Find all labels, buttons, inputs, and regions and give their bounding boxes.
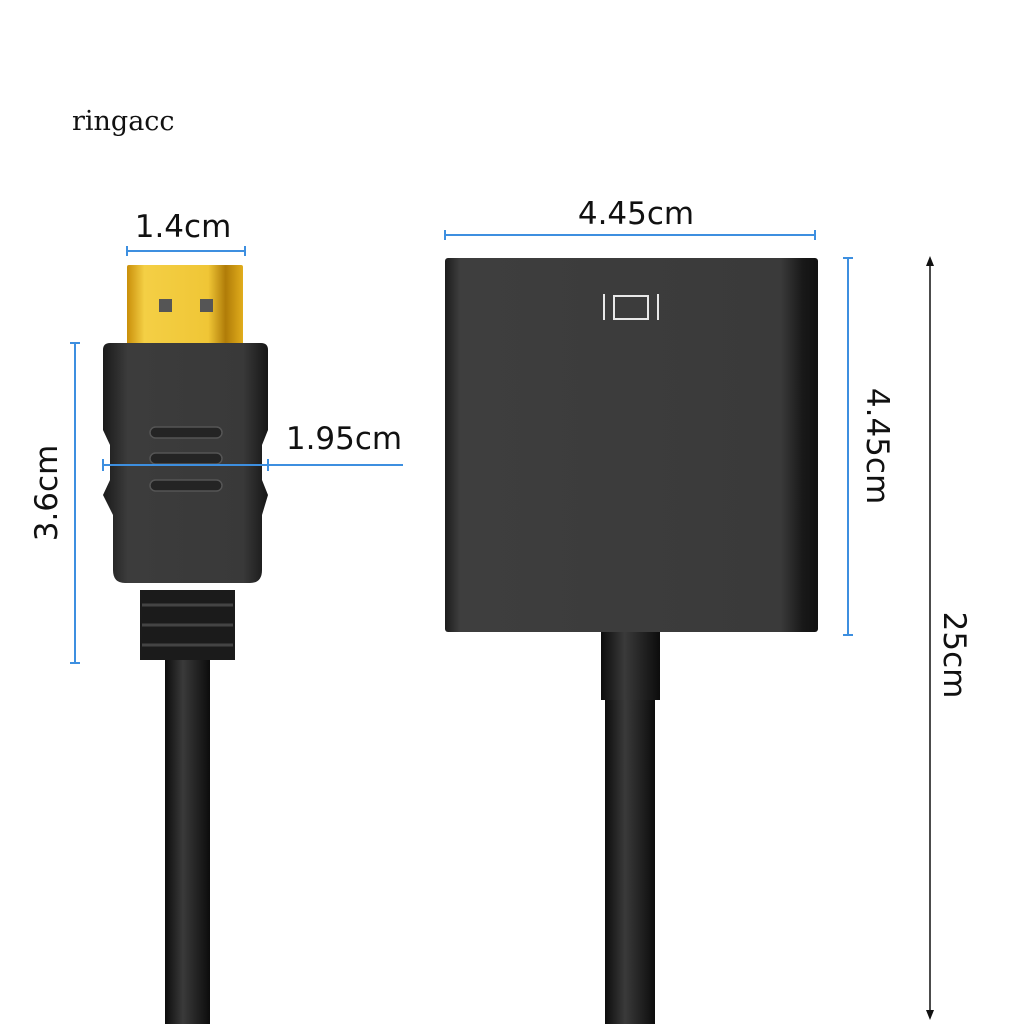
vga-port-icon — [603, 294, 659, 320]
brand-watermark: ringacc — [72, 106, 175, 137]
hdmi-plug-width-label: 1.4cm — [135, 209, 232, 245]
dimension-lines — [70, 230, 853, 664]
vga-adapter-box-icon — [445, 258, 818, 1024]
length-arrow — [926, 256, 934, 1020]
vga-box-height-label: 4.45cm — [859, 388, 895, 504]
total-length-label: 25cm — [936, 612, 972, 699]
hdmi-body-height-label: 3.6cm — [29, 445, 65, 542]
vga-box-width-label: 4.45cm — [578, 196, 694, 232]
hdmi-connector-icon — [103, 265, 268, 1024]
hdmi-body-width-label: 1.95cm — [286, 421, 402, 457]
